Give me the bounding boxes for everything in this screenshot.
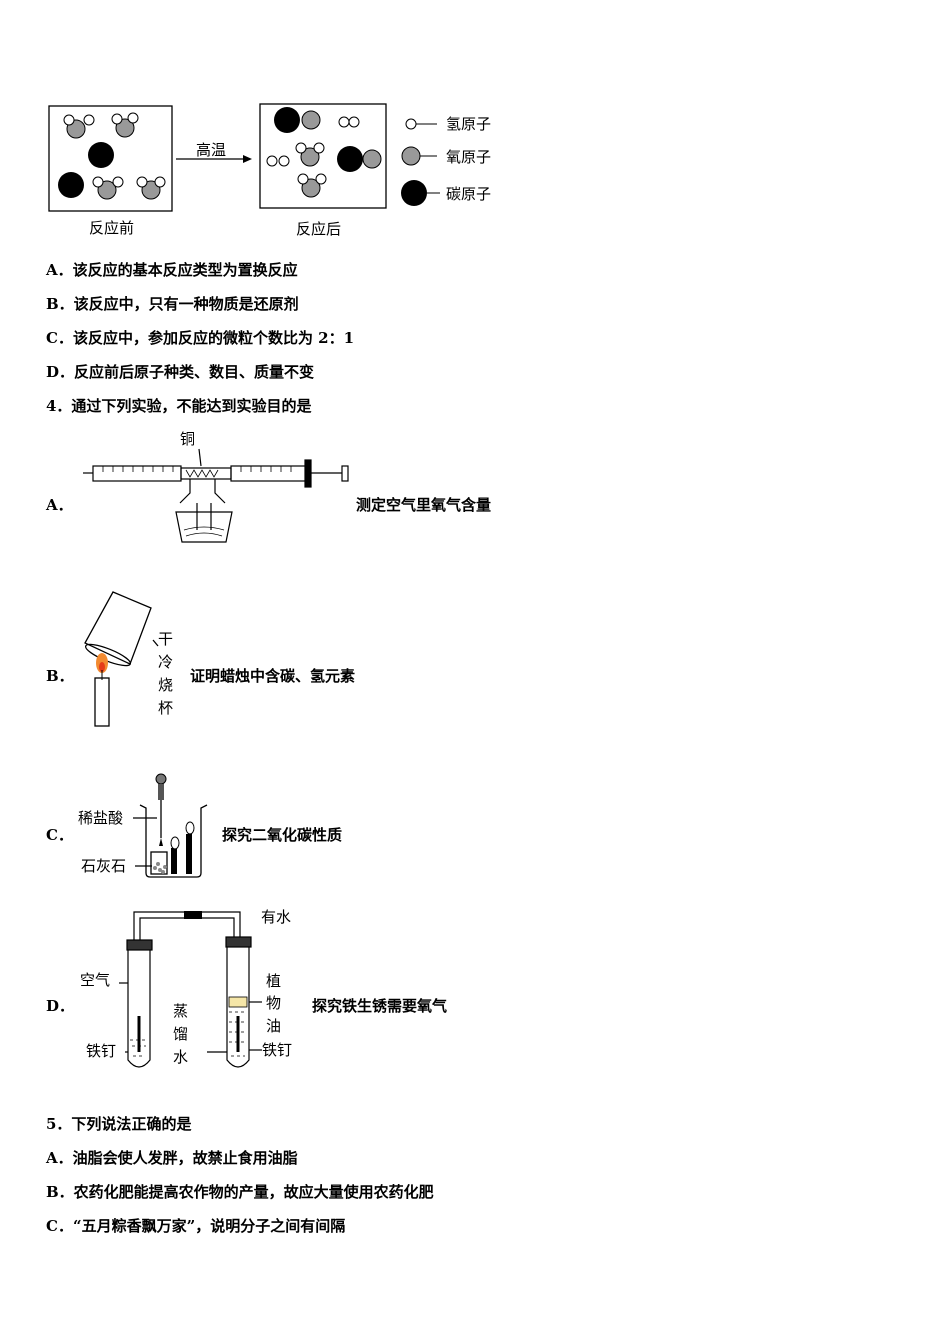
rusting-test-tubes [119,911,262,1068]
before-label: 反应前 [89,219,135,237]
nail-label-left: 铁钉 [86,1042,117,1060]
q4-b-letter: B． [46,667,74,685]
beaker-label-4: 杯 [158,699,174,717]
reaction-condition: 高温 [196,141,227,159]
q4-a-letter: A． [46,496,73,514]
syringe-apparatus [83,448,349,543]
q5-option-c: C．“五月粽香飘万家”，说明分子之间有间隔 [46,1217,346,1235]
beaker-label-2: 冷 [158,653,174,671]
nail-label-right: 铁钉 [262,1041,293,1059]
water-top-label: 有水 [261,908,292,926]
q4-b-text: 证明蜡烛中含碳、氢元素 [190,667,356,685]
oil-label-3: 油 [266,1017,282,1035]
beaker-co2 [133,773,208,878]
legend-oxygen: 氧原子 [446,148,492,166]
oil-label-2: 物 [266,994,282,1012]
candle-beaker [84,591,159,727]
beaker-label-3: 烧 [158,676,174,694]
distilled-label-3: 水 [173,1048,189,1066]
q3-option-c: C．该反应中，参加反应的微粒个数比为 2：1 [46,329,355,347]
air-label: 空气 [80,971,111,989]
q5-option-b: B．农药化肥能提高农作物的产量，故应大量使用农药化肥 [46,1183,434,1201]
q4-d-letter: D． [46,997,75,1015]
legend-carbon: 碳原子 [446,185,492,203]
q3-option-d: D．反应前后原子种类、数目、质量不变 [46,363,315,381]
q4-d-text: 探究铁生锈需要氧气 [312,997,448,1015]
after-label: 反应后 [296,220,342,238]
q4-a-text: 测定空气里氧气含量 [356,496,492,514]
q5-option-a: A．油脂会使人发胖，故禁止食用油脂 [46,1149,298,1167]
distilled-label-2: 馏 [173,1025,189,1043]
acid-label: 稀盐酸 [78,809,124,827]
q3-option-b: B．该反应中，只有一种物质是还原剂 [46,295,299,313]
copper-label: 铜 [180,430,196,448]
distilled-label-1: 蒸 [173,1002,189,1020]
legend-hydrogen: 氢原子 [446,115,492,133]
q3-option-a: A．该反应的基本反应类型为置换反应 [46,261,298,279]
q4-c-letter: C． [46,826,73,844]
q5-stem: 5．下列说法正确的是 [46,1115,192,1133]
beaker-label-1: 干 [158,630,174,648]
reaction-diagram [48,103,440,212]
limestone-label: 石灰石 [81,857,127,875]
q4-stem: 4．通过下列实验，不能达到实验目的是 [46,397,312,415]
oil-label-1: 植 [266,972,282,990]
q4-c-text: 探究二氧化碳性质 [222,826,343,844]
